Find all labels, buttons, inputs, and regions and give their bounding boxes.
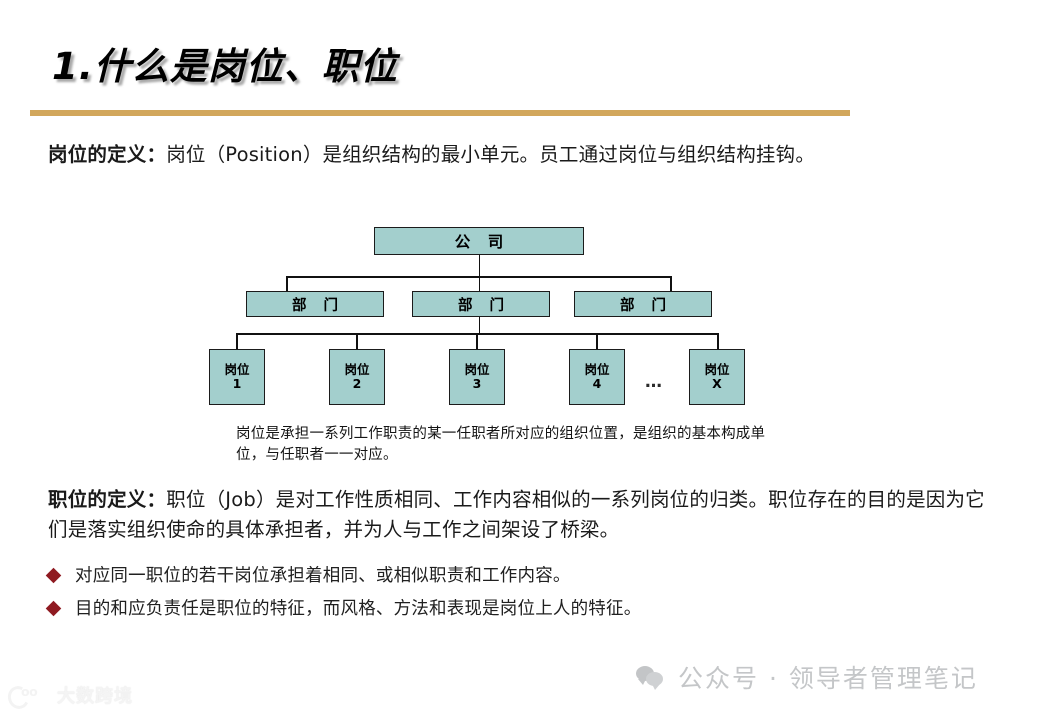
org-node-position-x-name: 岗位 xyxy=(704,362,730,377)
org-node-position-2-index: 2 xyxy=(352,376,362,391)
connector-position-4-up xyxy=(596,333,598,349)
diamond-bullet-icon xyxy=(45,567,62,584)
org-node-position-1: 岗位 1 xyxy=(209,349,265,405)
connector-department-3-up xyxy=(670,276,672,291)
definition-job: 职位的定义：职位（Job）是对工作性质相同、工作内容相似的一系列岗位的归类。职位… xyxy=(48,485,998,545)
title-divider xyxy=(30,110,850,116)
org-node-position-4-index: 4 xyxy=(592,376,602,391)
definition-position-label: 岗位的定义： xyxy=(48,143,167,166)
connector-department-2-up xyxy=(478,276,481,291)
org-node-position-3: 岗位 3 xyxy=(449,349,505,405)
list-item: 目的和应负责任是职位的特征，而风格、方法和表现是岗位上人的特征。 xyxy=(45,597,908,621)
org-node-department-1: 部 门 xyxy=(246,291,384,317)
connector-department-1-up xyxy=(286,276,288,291)
org-node-position-x: 岗位 X xyxy=(689,349,745,405)
wechat-watermark: 公众号 · 领导者管理笔记 xyxy=(636,659,978,695)
org-node-position-2-name: 岗位 xyxy=(344,362,370,377)
connector-position-3-up xyxy=(476,333,478,349)
wechat-icon xyxy=(636,665,664,690)
org-chart: 公 司 部 门 部 门 部 门 岗位 1 岗位 2 岗位 3 岗位 4 岗位 X… xyxy=(180,220,780,410)
brand-logo-mark-text: oo xyxy=(21,684,38,699)
org-node-position-2: 岗位 2 xyxy=(329,349,385,405)
connector-company-down xyxy=(478,255,481,277)
org-node-position-4-name: 岗位 xyxy=(584,362,610,377)
org-node-position-3-name: 岗位 xyxy=(464,362,490,377)
bullet-text-1: 对应同一职位的若干岗位承担着相同、或相似职责和工作内容。 xyxy=(75,566,571,586)
org-node-department-2: 部 门 xyxy=(412,291,550,317)
org-node-department-3: 部 门 xyxy=(574,291,712,317)
definition-job-label: 职位的定义： xyxy=(48,488,167,511)
page-title: 1.什么是岗位、职位 xyxy=(52,45,398,88)
org-node-company: 公 司 xyxy=(374,227,584,255)
bullet-text-2: 目的和应负责任是职位的特征，而风格、方法和表现是岗位上人的特征。 xyxy=(75,599,642,619)
brand-watermark-text: 大数跨境 xyxy=(57,686,133,707)
definition-position: 岗位的定义：岗位（Position）是组织结构的最小单元。员工通过岗位与组织结构… xyxy=(48,140,988,170)
diamond-bullet-icon xyxy=(45,600,62,617)
bullet-list: 对应同一职位的若干岗位承担着相同、或相似职责和工作内容。 目的和应负责任是职位的… xyxy=(45,564,908,630)
org-node-position-1-index: 1 xyxy=(232,376,242,391)
connector-position-x-up xyxy=(717,333,719,349)
org-node-position-3-index: 3 xyxy=(472,376,482,391)
list-item: 对应同一职位的若干岗位承担着相同、或相似职责和工作内容。 xyxy=(45,564,908,588)
wechat-watermark-text: 公众号 · 领导者管理笔记 xyxy=(678,664,978,693)
definition-position-body: 岗位（Position）是组织结构的最小单元。员工通过岗位与组织结构挂钩。 xyxy=(166,143,816,166)
org-node-position-4: 岗位 4 xyxy=(569,349,625,405)
org-node-position-x-index: X xyxy=(712,376,722,391)
org-chart-caption: 岗位是承担一系列工作职责的某一任职者所对应的组织位置，是组织的基本构成单位，与任… xyxy=(236,426,766,463)
brand-watermark: oo 大数跨境 xyxy=(4,682,133,712)
brand-logo-icon: oo xyxy=(4,683,50,712)
connector-department-2-down xyxy=(478,317,481,334)
org-ellipsis: … xyxy=(645,372,664,392)
connector-position-2-up xyxy=(356,333,358,349)
definition-job-body: 职位（Job）是对工作性质相同、工作内容相似的一系列岗位的归类。职位存在的目的是… xyxy=(48,488,985,541)
org-node-position-1-name: 岗位 xyxy=(224,362,250,377)
connector-position-1-up xyxy=(236,333,238,349)
